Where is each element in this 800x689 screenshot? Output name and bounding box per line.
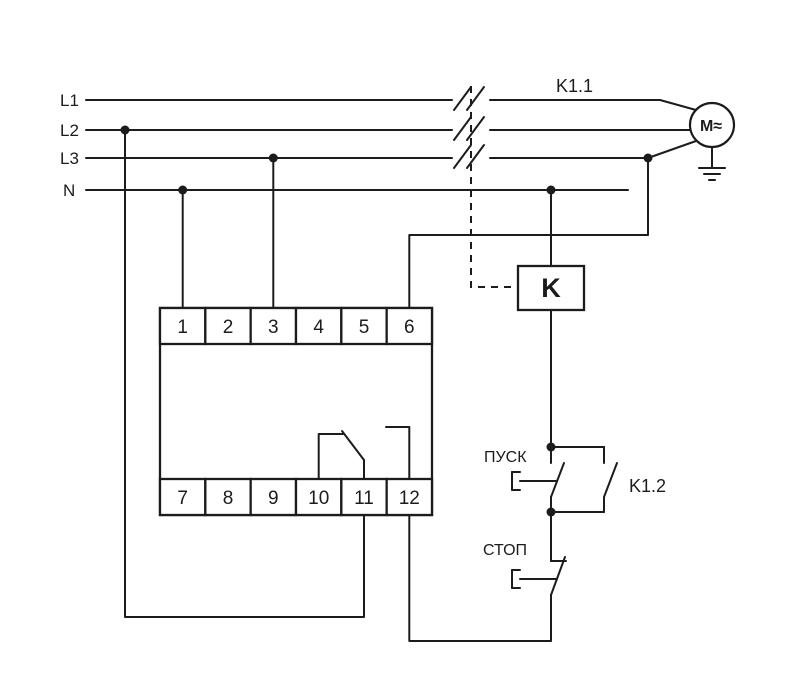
label-k1-1: K1.1	[556, 76, 593, 96]
terminal-number-8: 8	[223, 488, 234, 509]
terminal-number-12: 12	[399, 488, 420, 509]
contactor-main-contacts: K1.1	[453, 76, 593, 169]
internal-contact-no-bar	[385, 426, 411, 480]
contact-blade-l3-b	[466, 144, 485, 169]
contact-blade-l1-a	[453, 86, 472, 111]
terminal-box-6	[385, 306, 434, 346]
junction-dot-l3-terminal3	[268, 153, 278, 163]
wire-l1-right	[489, 99, 697, 111]
terminal-number-4: 4	[313, 317, 324, 338]
junction-dots	[120, 125, 653, 517]
junction-dot-n-terminal1	[178, 185, 188, 195]
terminal-box-8	[204, 477, 252, 517]
contactor-coil: K	[516, 189, 586, 448]
relay-module: 1 2 3 4 5 6 7 8 9 10 11 12	[158, 306, 434, 517]
terminal-number-10: 10	[308, 488, 329, 509]
module-wiring	[124, 129, 649, 642]
junction-dot-l2	[120, 125, 130, 135]
terminal-number-6: 6	[404, 317, 415, 338]
wire-terminal6-to-l3-after-contact	[408, 157, 649, 309]
terminal-box-11	[340, 477, 388, 517]
terminal-number-5: 5	[359, 317, 370, 338]
internal-contact-nc-bar	[317, 433, 344, 480]
label-k1-2: K1.2	[629, 476, 666, 496]
terminal-number-2: 2	[223, 317, 234, 338]
coil-box	[516, 264, 586, 312]
motor: M≈	[688, 101, 736, 181]
label-l1: L1	[60, 91, 79, 110]
start-blade	[550, 462, 565, 498]
ground-symbol	[698, 146, 726, 181]
junction-dot-start-top	[546, 442, 556, 452]
wire-l3-right	[489, 140, 697, 159]
start-stop-circuit: ПУСК K1.2 СТОП	[483, 446, 666, 596]
label-stop: СТОП	[483, 542, 527, 559]
contact-blade-l1-b	[466, 86, 485, 111]
label-start: ПУСК	[484, 449, 527, 466]
aux-contact-k12-symbol	[550, 446, 618, 513]
k12-blade	[603, 462, 618, 498]
module-internal-contact	[317, 426, 411, 480]
label-l2: L2	[60, 121, 79, 140]
contact-blade-l3-a	[453, 144, 472, 169]
label-n: N	[63, 181, 75, 200]
terminal-number-11: 11	[354, 488, 374, 509]
terminal-number-3: 3	[268, 317, 279, 338]
terminal-number-1: 1	[177, 317, 188, 338]
junction-dot-n-coil	[546, 185, 556, 195]
junction-dot-start-bottom	[546, 507, 556, 517]
linkage-dashed-line	[470, 86, 518, 288]
internal-contact-blade	[341, 430, 365, 461]
contact-blade-l2-a	[453, 116, 472, 141]
terminal-number-9: 9	[268, 488, 279, 509]
power-line-labels: L1 L2 L3 N	[60, 91, 79, 200]
terminal-box-12	[385, 477, 434, 517]
wire-terminal12-to-stop	[408, 514, 552, 642]
contact-blade-l2-b	[466, 116, 485, 141]
stop-blade	[550, 556, 566, 596]
stop-button-symbol	[511, 544, 567, 596]
label-l3: L3	[60, 149, 79, 168]
module-bottom-terminal-row: 7 8 9 10 11 12	[158, 477, 434, 517]
wire-terminal11-to-l2	[124, 129, 365, 618]
terminal-number-7: 7	[177, 488, 188, 509]
module-top-terminal-row: 1 2 3 4 5 6	[158, 306, 434, 346]
coil-label: K	[541, 273, 561, 303]
mechanical-linkage	[470, 86, 518, 288]
junction-dot-l3-motor	[643, 153, 653, 163]
power-lines	[85, 99, 697, 191]
motor-label: M≈	[700, 118, 722, 135]
